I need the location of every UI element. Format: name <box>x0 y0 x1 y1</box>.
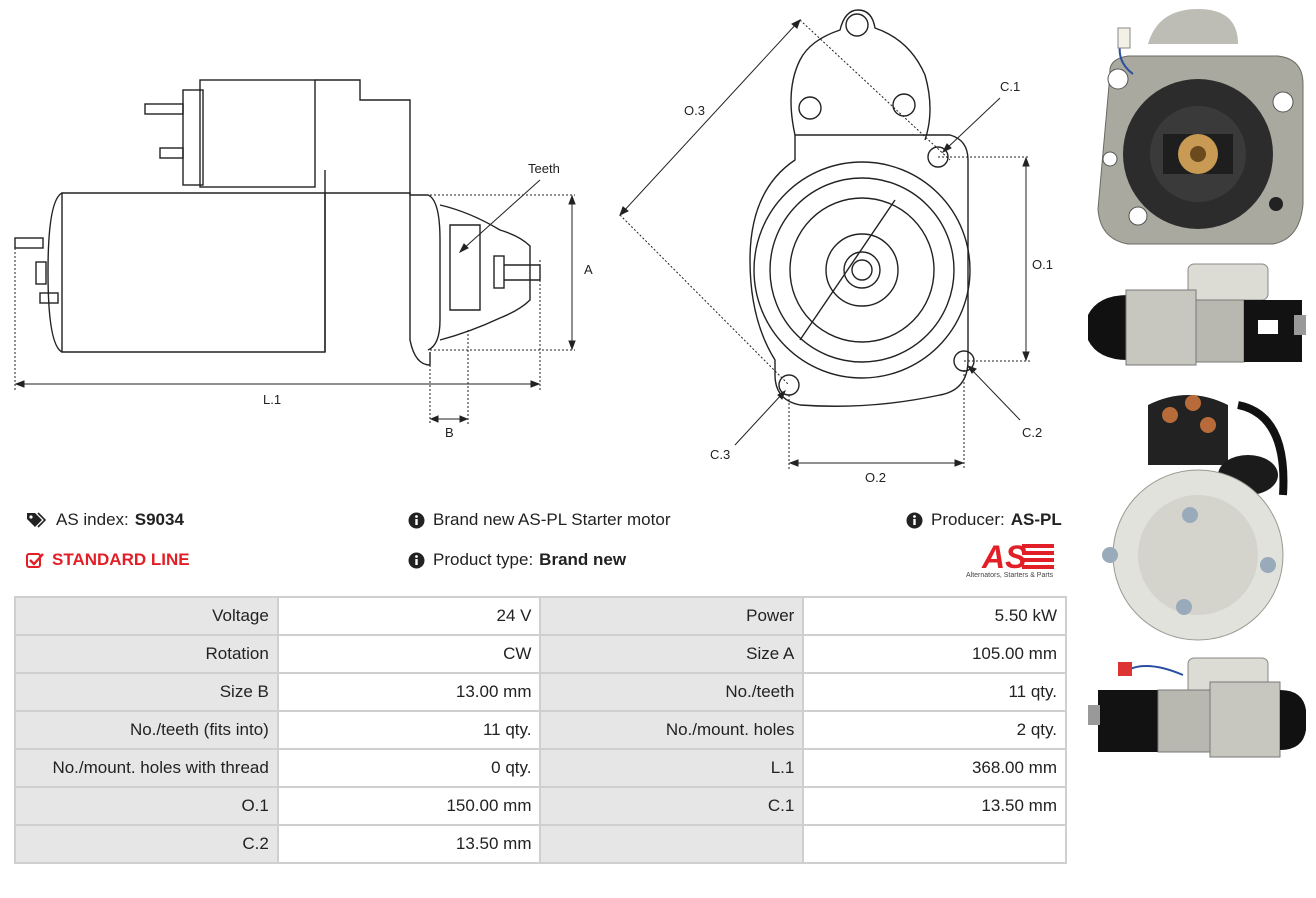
spec-value: 11 qty. <box>276 710 542 750</box>
label-o2: O.2 <box>865 470 886 485</box>
label-l1: L.1 <box>263 392 281 407</box>
logo-tagline: Alternators, Starters & Parts <box>966 572 1054 579</box>
photo-rear-view <box>1102 395 1288 641</box>
spec-key: No./teeth (fits into) <box>14 710 279 750</box>
spec-key: Size B <box>14 672 279 712</box>
spec-value: 13.50 mm <box>276 824 542 864</box>
spec-value: 5.50 kW <box>802 596 1067 636</box>
producer: Producer: AS-PL <box>906 510 1062 530</box>
spec-key: No./mount. holes <box>539 710 805 750</box>
front-view-drawing: O.3 C.1 O.1 C.2 C.3 O.2 <box>619 9 1053 485</box>
info-icon <box>408 512 425 528</box>
producer-value: AS-PL <box>1010 510 1062 529</box>
label-c3: C.3 <box>710 447 730 462</box>
tags-icon <box>27 512 47 528</box>
logo-mark: AS <box>981 539 1027 575</box>
info-icon <box>906 512 923 528</box>
spec-key <box>539 824 805 864</box>
photo-side-view <box>1088 263 1306 366</box>
spec-value <box>802 824 1067 864</box>
spec-key: L.1 <box>539 748 805 788</box>
spec-key: Size A <box>539 634 805 674</box>
spec-key: C.2 <box>14 824 279 864</box>
label-teeth: Teeth <box>528 161 560 176</box>
product-type-label: Product type: <box>433 550 534 569</box>
spec-key: O.1 <box>14 786 279 826</box>
spec-value: 150.00 mm <box>276 786 542 826</box>
spec-value: 13.00 mm <box>276 672 542 712</box>
spec-key: No./teeth <box>539 672 805 712</box>
spec-value: 2 qty. <box>802 710 1067 750</box>
spec-value: 11 qty. <box>802 672 1067 712</box>
spec-key: Rotation <box>14 634 279 674</box>
spec-key: No./mount. holes with thread <box>14 748 279 788</box>
as-pl-logo: AS <box>981 539 1054 575</box>
standard-line-text: STANDARD LINE <box>52 550 190 569</box>
spec-value: 13.50 mm <box>802 786 1067 826</box>
spec-value: 24 V <box>276 596 542 636</box>
spec-value: 368.00 mm <box>802 748 1067 788</box>
label-a: A <box>584 262 593 277</box>
product-type-value: Brand new <box>539 550 627 569</box>
standard-line: STANDARD LINE <box>26 550 190 570</box>
photo-top-view <box>1088 657 1306 758</box>
label-o3: O.3 <box>684 103 705 118</box>
as-index-value: S9034 <box>134 510 184 529</box>
spec-key: Voltage <box>14 596 279 636</box>
label-c2: C.2 <box>1022 425 1042 440</box>
spec-key: C.1 <box>539 786 805 826</box>
spec-key: Power <box>539 596 805 636</box>
check-square-icon <box>26 552 44 568</box>
as-index: AS index: S9034 <box>26 510 184 530</box>
info-icon <box>408 552 425 568</box>
photo-front-flange <box>1097 9 1304 245</box>
producer-label: Producer: <box>931 510 1005 529</box>
spec-value: CW <box>276 634 542 674</box>
product-type: Product type: Brand new <box>408 550 626 570</box>
label-o1: O.1 <box>1032 257 1053 272</box>
spec-value: 0 qty. <box>276 748 542 788</box>
description-text: Brand new AS-PL Starter motor <box>433 510 671 529</box>
as-index-label: AS index: <box>56 510 129 529</box>
side-view-drawing: Teeth A L.1 B <box>14 79 593 440</box>
table-row: No./teeth (fits into)11 qty.No./mount. h… <box>14 710 1067 750</box>
spec-value: 105.00 mm <box>802 634 1067 674</box>
label-c1: C.1 <box>1000 79 1020 94</box>
label-b: B <box>445 425 454 440</box>
description: Brand new AS-PL Starter motor <box>408 510 670 530</box>
